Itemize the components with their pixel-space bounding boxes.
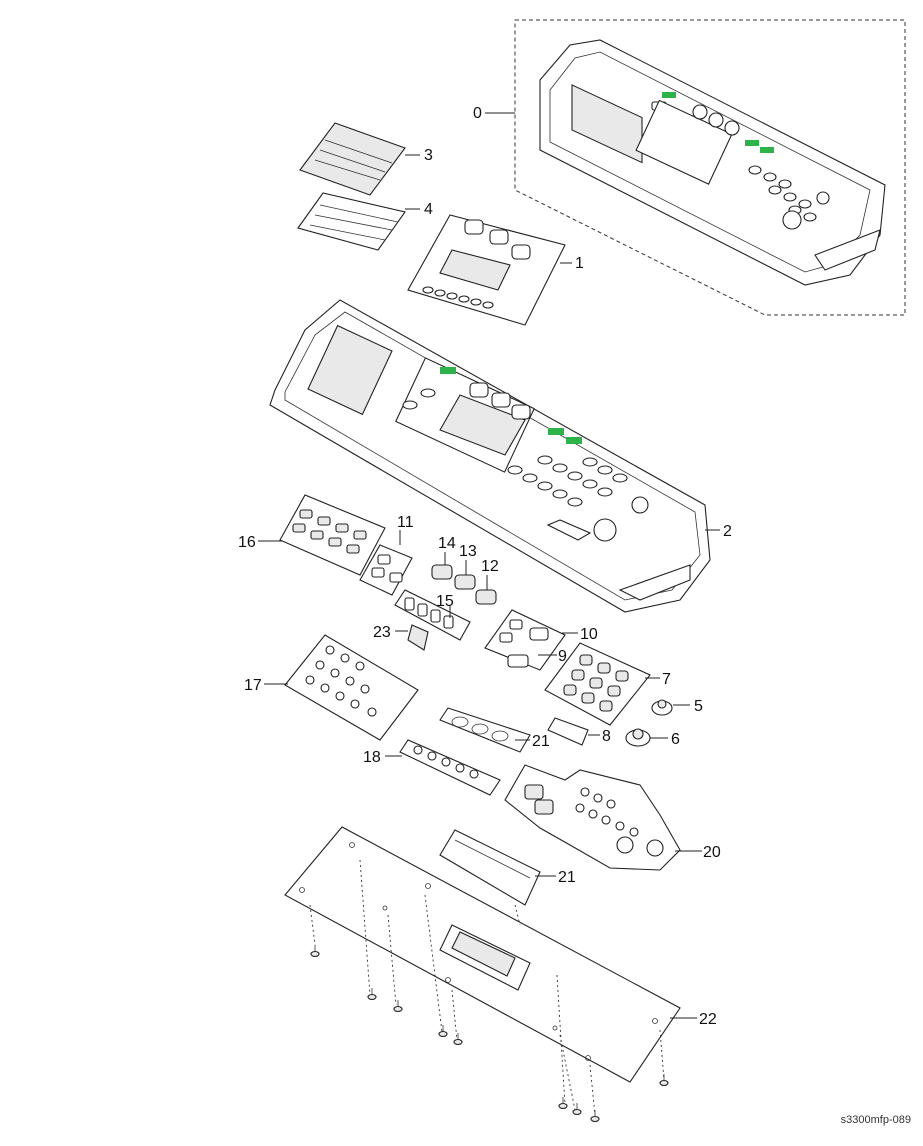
callout-10: 10 [580, 626, 598, 643]
part-15: 15 [394, 589, 471, 641]
part-20: 20 [504, 764, 721, 871]
part-9: 9 [507, 648, 567, 668]
part-14: 14 [431, 535, 456, 580]
callout-20: 20 [703, 844, 721, 861]
callout-22: 22 [699, 1011, 717, 1028]
part-7: 7 [544, 642, 671, 726]
part-8: 8 [547, 717, 611, 746]
part-17: 17 [244, 634, 419, 741]
screw [393, 1000, 403, 1013]
callout-15: 15 [436, 593, 454, 610]
part-21-strip: 21 [439, 707, 550, 753]
part-18: 18 [363, 739, 501, 796]
screw [590, 1110, 600, 1123]
callout-3: 3 [424, 147, 433, 164]
screw [558, 1097, 568, 1110]
callout-2: 2 [723, 523, 732, 540]
part-2: 2 [269, 299, 732, 613]
screw [572, 1103, 582, 1116]
callout-21-lower: 21 [558, 869, 576, 886]
callout-8: 8 [602, 728, 611, 745]
callout-11: 11 [397, 514, 414, 531]
part-21-lcd-cover: 21 [439, 829, 576, 906]
part-6: 6 [625, 728, 680, 748]
callout-18: 18 [363, 749, 381, 766]
callout-14: 14 [438, 535, 456, 552]
screw [659, 1074, 669, 1087]
assembly-0-dashed-boundary [514, 19, 906, 316]
part-12: 12 [475, 558, 499, 605]
callout-23: 23 [373, 624, 391, 641]
callout-17: 17 [244, 677, 262, 694]
screws [310, 945, 669, 1123]
callout-0: 0 [473, 105, 482, 122]
callout-7: 7 [662, 671, 671, 688]
part-1: 1 [407, 214, 584, 326]
assembly-0-group: 0 [473, 19, 906, 316]
screw [453, 1033, 463, 1046]
callout-21-upper: 21 [532, 733, 550, 750]
part-23: 23 [373, 624, 429, 651]
callout-12: 12 [481, 558, 499, 575]
callout-6: 6 [671, 731, 680, 748]
part-3: 3 [299, 122, 433, 196]
callout-5: 5 [694, 698, 703, 715]
callout-16: 16 [238, 534, 256, 551]
assembly-0-panel [539, 39, 886, 286]
callout-13: 13 [459, 543, 477, 560]
part-11: 11 [359, 514, 414, 596]
figure-id-label: s3300mfp-089 [840, 1114, 911, 1126]
callout-4: 4 [424, 201, 433, 218]
screw [438, 1025, 448, 1038]
part-22: 22 [284, 826, 717, 1116]
part-5: 5 [651, 698, 703, 716]
part-16: 16 [238, 494, 386, 576]
screw [310, 945, 320, 958]
screw [367, 988, 377, 1001]
callout-9: 9 [558, 648, 567, 665]
callout-1: 1 [575, 255, 584, 272]
part-4: 4 [297, 192, 433, 251]
part-13: 13 [454, 543, 477, 590]
